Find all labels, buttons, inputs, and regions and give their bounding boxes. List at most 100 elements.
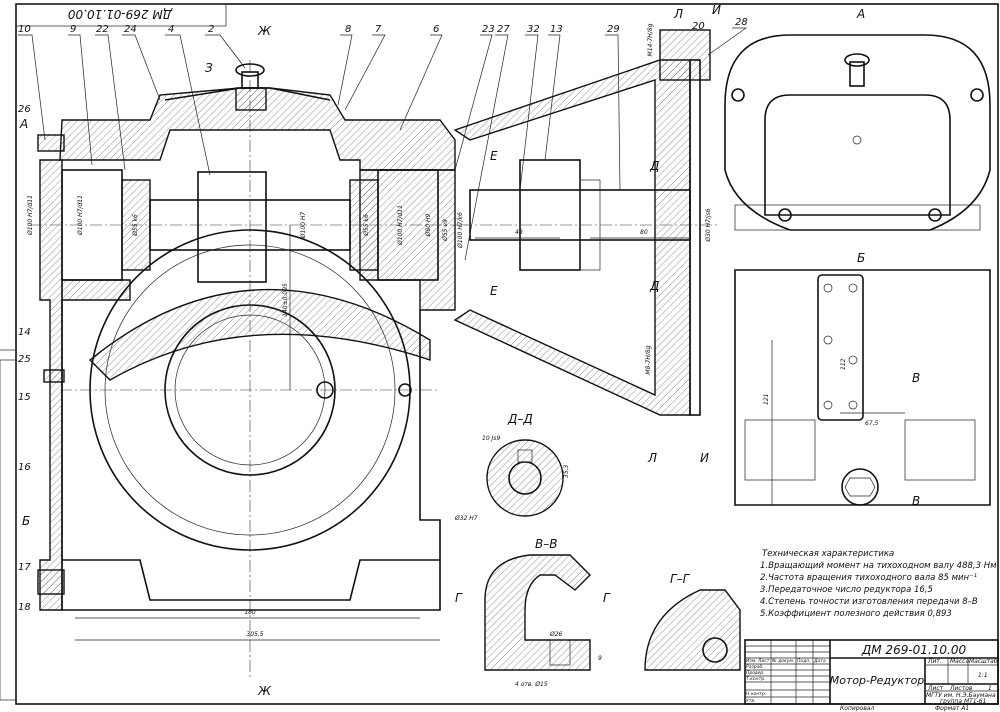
svg-text:Ж: Ж (257, 684, 272, 698)
svg-text:1: 1 (988, 685, 992, 692)
svg-text:48: 48 (515, 229, 523, 236)
svg-text:140±0,095: 140±0,095 (282, 283, 289, 317)
svg-text:А: А (19, 117, 28, 131)
svg-text:А: А (856, 7, 865, 21)
svg-text:35,3: 35,3 (563, 464, 570, 478)
svg-text:25: 25 (18, 354, 31, 365)
svg-text:Ø100 H7/k6: Ø100 H7/k6 (457, 212, 464, 249)
svg-text:Ø26: Ø26 (549, 631, 563, 638)
svg-text:15: 15 (18, 392, 31, 403)
svg-text:5.Коэффициент полезного действ: 5.Коэффициент полезного действия 0,893 (760, 609, 952, 619)
side-strip (0, 359, 17, 701)
svg-text:6: 6 (433, 24, 439, 35)
svg-text:Е: Е (490, 284, 498, 298)
svg-text:Ø55 e9: Ø55 e9 (442, 219, 449, 242)
svg-text:Ø100 H7/d11: Ø100 H7/d11 (27, 195, 34, 236)
svg-text:Ж: Ж (257, 24, 272, 38)
drawing-number: ДМ 269-01.10.00 (861, 643, 967, 657)
section-v-v: В–В Ø26 4 отв. Ø15 9 (484, 537, 602, 688)
rotated-drawing-number: ДМ 269-01.10.00 (68, 7, 174, 21)
svg-text:Разраб.: Разраб. (746, 664, 764, 670)
svg-text:Ø80 H9: Ø80 H9 (425, 214, 432, 238)
svg-text:4 отв. Ø15: 4 отв. Ø15 (515, 681, 548, 688)
svg-text:67,5: 67,5 (865, 420, 879, 427)
svg-text:Д: Д (649, 279, 659, 293)
svg-text:10 Js9: 10 Js9 (482, 435, 500, 442)
svg-text:Т.контр.: Т.контр. (746, 676, 766, 682)
svg-text:9: 9 (70, 24, 76, 35)
svg-text:32: 32 (527, 24, 540, 35)
svg-text:В: В (912, 494, 920, 508)
svg-text:180: 180 (244, 609, 256, 616)
svg-text:Г: Г (603, 591, 611, 605)
svg-text:Лит.: Лит. (927, 658, 942, 665)
section-d-d: Д–Д 10 Js9 35,3 Ø32 H7 (454, 412, 570, 522)
main-section-view (30, 29, 720, 680)
svg-text:305,5: 305,5 (246, 631, 263, 638)
svg-text:9: 9 (598, 655, 602, 662)
svg-text:14: 14 (18, 327, 31, 338)
svg-text:Г: Г (455, 591, 463, 605)
svg-text:22: 22 (96, 24, 109, 35)
svg-text:И: И (700, 451, 709, 465)
svg-text:Б: Б (857, 251, 865, 265)
svg-text:10: 10 (18, 24, 31, 35)
svg-text:112: 112 (840, 358, 847, 370)
view-b: Б 67,5 112 121 (734, 251, 991, 506)
svg-text:Ø55 k6: Ø55 k6 (363, 214, 370, 237)
section-g-g: Г–Г (644, 572, 741, 671)
svg-text:Техническая характеристика: Техническая характеристика (762, 549, 894, 559)
svg-text:2: 2 (208, 24, 214, 35)
svg-text:121: 121 (763, 394, 770, 405)
svg-text:28: 28 (735, 17, 748, 28)
svg-text:Формат A1: Формат A1 (935, 705, 969, 712)
svg-text:2.Частота вращения тихоходного: 2.Частота вращения тихоходного вала 85 м… (760, 573, 977, 583)
svg-text:23: 23 (482, 24, 495, 35)
title-block: ДМ 269-01.10.00 Мотор-Редуктор Лит. Масс… (744, 639, 999, 712)
svg-text:7: 7 (375, 24, 382, 35)
dimension-labels: 180 305,5 140±0,095 48 80 Ø100 H7/d11 Ø1… (27, 23, 712, 638)
svg-text:Утв.: Утв. (746, 698, 755, 704)
svg-text:Ø32 H7: Ø32 H7 (454, 515, 478, 522)
view-a: А (724, 7, 991, 231)
svg-text:Л: Л (673, 7, 683, 21)
svg-text:Е: Е (490, 149, 498, 163)
svg-text:И: И (712, 3, 721, 17)
drawing-title: Мотор-Редуктор (830, 674, 925, 687)
svg-text:16: 16 (18, 462, 31, 473)
svg-text:1.Вращающий момент на тихоходн: 1.Вращающий момент на тихоходном валу 48… (760, 561, 997, 571)
svg-text:Масштаб: Масштаб (969, 658, 998, 665)
svg-text:27: 27 (497, 24, 510, 35)
svg-text:З: З (205, 61, 213, 75)
part-callouts: 10 9 22 24 4 2 8 7 6 23 27 32 13 29 28 2… (18, 17, 748, 613)
svg-text:Подп.: Подп. (797, 658, 811, 664)
svg-text:3.Передаточное число редуктора: 3.Передаточное число редуктора 16,5 (760, 585, 933, 595)
section-marks: Ж Ж З А Б Е Е Д Д Л Л И И В В Г Г (19, 3, 920, 698)
svg-text:4: 4 (168, 24, 174, 35)
svg-text:Копировал: Копировал (840, 705, 874, 712)
svg-text:Лист: Лист (927, 685, 944, 692)
svg-text:Д: Д (649, 159, 659, 173)
svg-text:Провер.: Провер. (746, 670, 765, 676)
breather-knob (235, 63, 265, 77)
svg-text:Г–Г: Г–Г (670, 572, 691, 586)
svg-text:Ø55 k6: Ø55 k6 (132, 214, 139, 237)
svg-text:Ø100 H7/d11: Ø100 H7/d11 (397, 205, 404, 246)
svg-text:В–В: В–В (535, 537, 557, 551)
svg-text:M8-7H/8g: M8-7H/8g (645, 345, 652, 374)
svg-text:4.Степень точности изготовлени: 4.Степень точности изготовления передачи… (760, 597, 978, 607)
svg-text:группа МТ1-61: группа МТ1-61 (940, 698, 986, 705)
svg-text:Дата: Дата (813, 658, 826, 664)
svg-text:Н.контр.: Н.контр. (746, 691, 766, 697)
svg-text:Б: Б (22, 514, 30, 528)
svg-text:№ докум.: № докум. (771, 658, 794, 664)
svg-text:Ø100 H7/d11: Ø100 H7/d11 (77, 195, 84, 236)
svg-text:20: 20 (692, 21, 705, 32)
worm-wheel-hub (197, 171, 267, 283)
svg-text:29: 29 (607, 24, 620, 35)
svg-text:Ø30 H7/js6: Ø30 H7/js6 (705, 208, 712, 242)
svg-text:18: 18 (18, 602, 31, 613)
svg-text:24: 24 (124, 24, 137, 35)
svg-text:В: В (912, 371, 920, 385)
